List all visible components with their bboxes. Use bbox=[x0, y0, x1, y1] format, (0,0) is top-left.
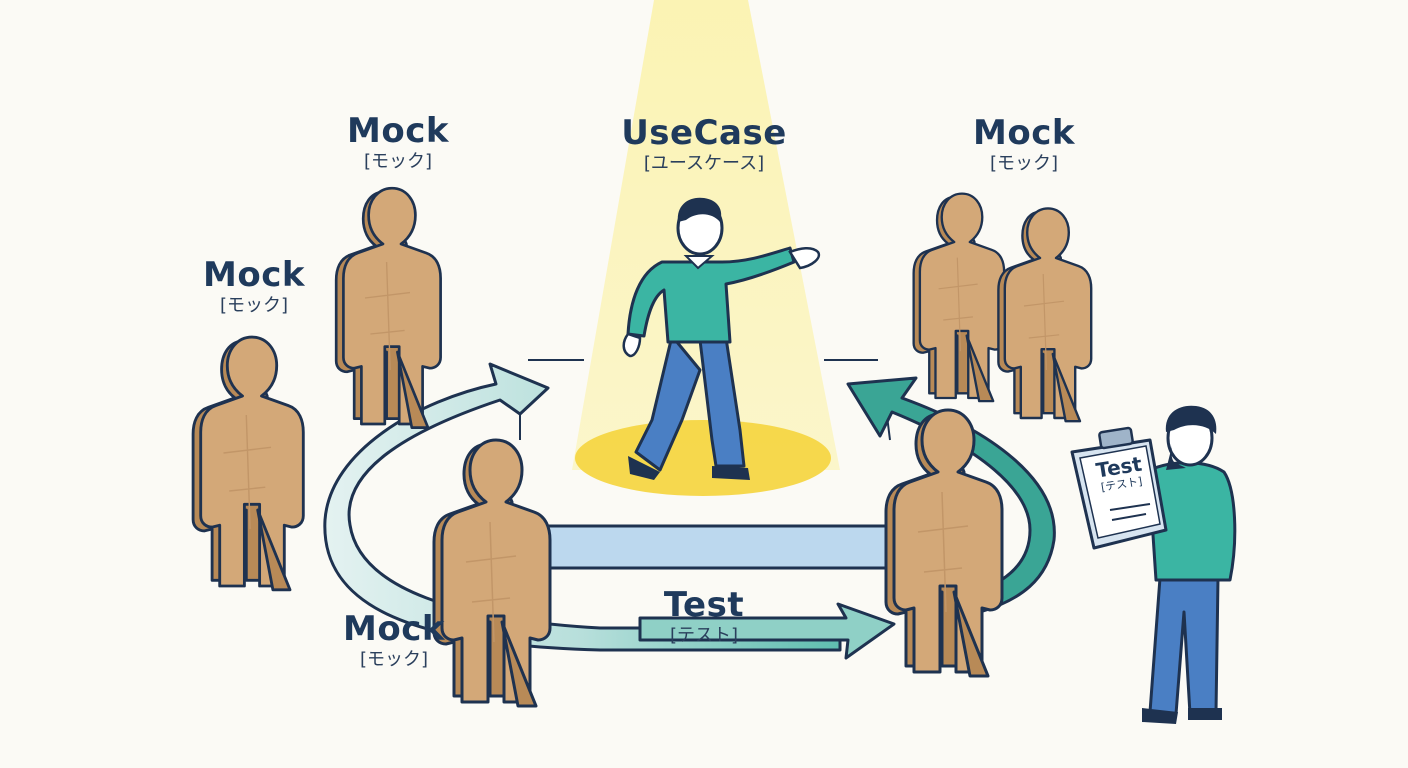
mock-title: Mock bbox=[203, 255, 305, 295]
clipboard bbox=[1070, 426, 1168, 550]
mock-subtitle: [モック] bbox=[989, 153, 1059, 174]
cycle-arrow-right-head bbox=[638, 602, 896, 660]
mock-title: Mock bbox=[973, 113, 1075, 153]
usecase-label: UseCase [ユースケース] bbox=[618, 114, 790, 176]
tester-person bbox=[1100, 405, 1237, 724]
test-title: Test bbox=[663, 585, 745, 625]
stage-band bbox=[534, 524, 910, 570]
usecase-subtitle: [ユースケース] bbox=[643, 153, 765, 174]
mock-subtitle: [モック] bbox=[359, 649, 429, 670]
mock-subtitle: [モック] bbox=[363, 151, 433, 172]
mock-label-top-right: Mock [モック] bbox=[962, 114, 1086, 176]
mock-label-bottom: Mock [モック] bbox=[332, 610, 456, 672]
cycle-arrow-left bbox=[323, 362, 842, 652]
mock-cutout-top-right-a bbox=[912, 192, 1006, 403]
test-subtitle: [テスト] bbox=[669, 625, 739, 646]
spotlight-floor bbox=[575, 420, 831, 496]
mock-cutout-left bbox=[191, 335, 305, 592]
mock-label-left: Mock [モック] bbox=[192, 256, 316, 318]
mock-cutout-top-left bbox=[334, 186, 442, 429]
mock-subtitle: [モック] bbox=[219, 295, 289, 316]
mock-cutout-top-right-b bbox=[997, 207, 1093, 423]
mock-label-top-left: Mock [モック] bbox=[336, 112, 460, 174]
mock-title: Mock bbox=[347, 111, 449, 151]
usecase-title: UseCase bbox=[621, 113, 787, 153]
test-label: Test [テスト] bbox=[644, 586, 764, 648]
stage-outline bbox=[519, 359, 891, 441]
mock-title: Mock bbox=[343, 609, 445, 649]
usecase-person bbox=[622, 197, 821, 480]
